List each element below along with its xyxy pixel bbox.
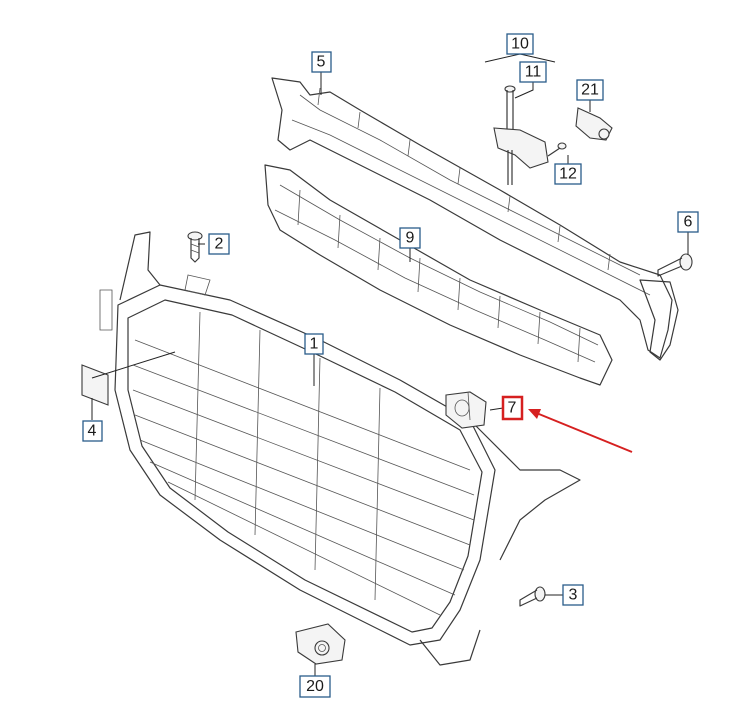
callout-2-label: 2 [215,236,224,253]
callout-10-label: 10 [511,36,529,53]
callout-21-label: 21 [581,82,599,99]
part-6-bolt [657,253,693,277]
callout-4-label: 4 [88,423,97,440]
part-9-lower-strip [264,164,613,386]
part-4-label [81,364,109,406]
callout-3-label: 3 [569,587,578,604]
callout-7-highlight [501,395,524,421]
callout-1-label: 1 [310,336,319,353]
part-3-screw [519,586,546,607]
callout-9[interactable]: 9 [399,227,421,249]
part-2-screw [184,231,211,296]
callout-11-label: 11 [525,64,542,81]
part-5-upper-carrier [271,77,679,361]
part-1-main-grille [99,231,581,666]
callout-20[interactable]: 20 [299,675,331,698]
callout-4[interactable]: 4 [82,420,103,442]
callout-20-label: 20 [306,678,324,695]
callout-6-label: 6 [684,214,693,231]
leader-lines [91,53,689,676]
callout-2[interactable]: 2 [208,233,230,255]
highlight-arrow [528,409,633,453]
callout-10[interactable]: 10 [506,33,534,55]
callout-3[interactable]: 3 [562,584,584,606]
part-20-sensor-holder [295,623,346,665]
callout-7-label: 7 [508,400,517,417]
callout-21[interactable]: 21 [576,79,604,101]
callout-6[interactable]: 6 [677,211,699,233]
callout-5-label: 5 [317,54,326,71]
callout-12[interactable]: 12 [554,163,582,185]
part-10-latch-assembly [493,85,613,185]
callout-5[interactable]: 5 [311,51,332,73]
callout-9-label: 9 [406,230,415,247]
callout-11[interactable]: 11 [519,61,547,83]
callout-7[interactable]: 7 [501,395,524,421]
part-7-clip [445,391,487,429]
callout-1[interactable]: 1 [304,333,324,355]
callout-12-label: 12 [559,166,577,183]
